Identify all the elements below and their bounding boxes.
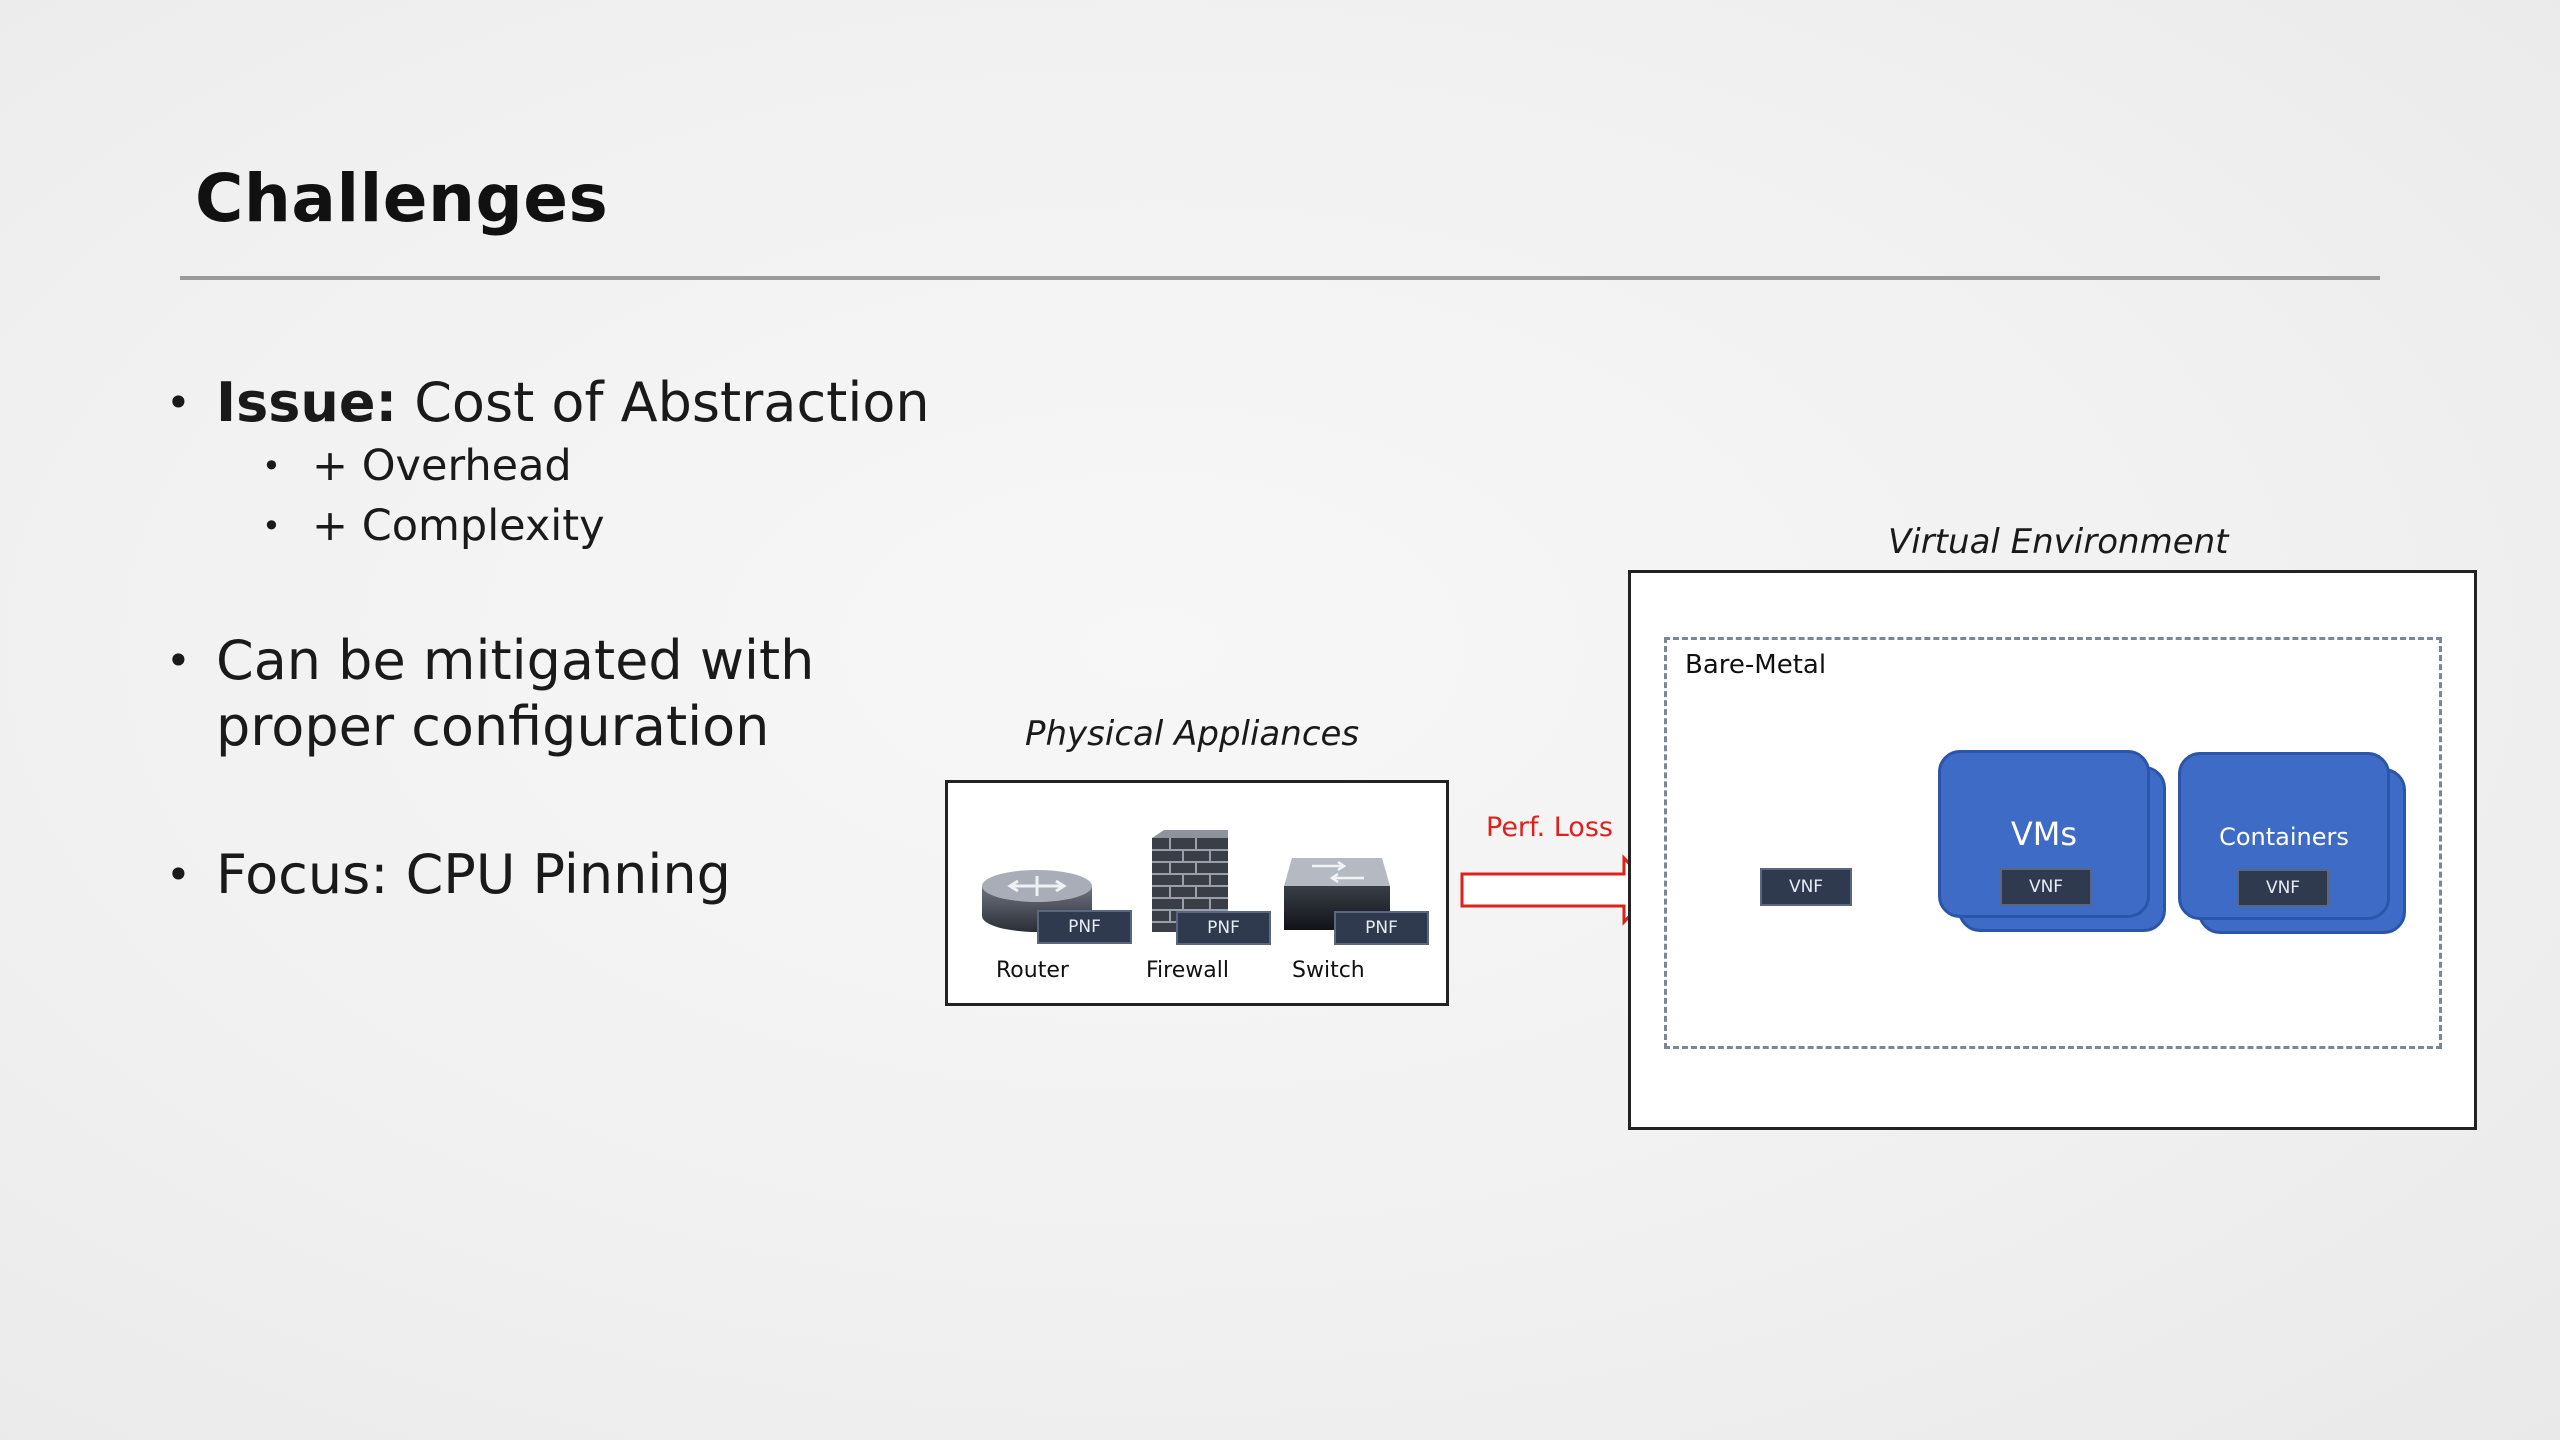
bullet-issue: Issue: Cost of Abstraction — [160, 370, 1020, 436]
vms-title: VMs — [2010, 815, 2078, 853]
issue-label: Issue: — [216, 371, 398, 434]
bare-metal-label: Bare-Metal — [1685, 650, 1827, 680]
switch-label: Switch — [1292, 958, 1365, 983]
firewall-label: Firewall — [1146, 958, 1229, 983]
bare-metal-box — [1664, 637, 2442, 1049]
physical-appliances-caption: Physical Appliances — [1025, 714, 1360, 754]
sub-bullet-overhead: + Overhead — [160, 436, 1020, 496]
bare-metal-vnf-tag: VNF — [1760, 868, 1852, 906]
router-pnf-tag: PNF — [1037, 910, 1132, 944]
mitigated-line-2: proper configuration — [216, 695, 770, 758]
perf-loss-label: Perf. Loss — [1486, 812, 1613, 843]
containers-title: Containers — [2219, 823, 2349, 851]
bullet-focus: Focus: CPU Pinning — [160, 842, 1020, 908]
vms-vnf-tag: VNF — [2000, 868, 2092, 906]
issue-text: Cost of Abstraction — [397, 371, 930, 434]
bullet-list: Issue: Cost of Abstraction + Overhead + … — [160, 370, 1020, 908]
switch-pnf-tag: PNF — [1334, 911, 1429, 945]
router-label: Router — [996, 958, 1069, 983]
title-divider — [180, 276, 2380, 280]
sub-bullet-complexity: + Complexity — [160, 496, 1020, 556]
virtual-environment-caption: Virtual Environment — [1888, 522, 2229, 562]
containers-vnf-tag: VNF — [2237, 869, 2329, 907]
firewall-pnf-tag: PNF — [1176, 911, 1271, 945]
mitigated-line-1: Can be mitigated with — [216, 629, 815, 692]
slide-title: Challenges — [195, 160, 609, 237]
